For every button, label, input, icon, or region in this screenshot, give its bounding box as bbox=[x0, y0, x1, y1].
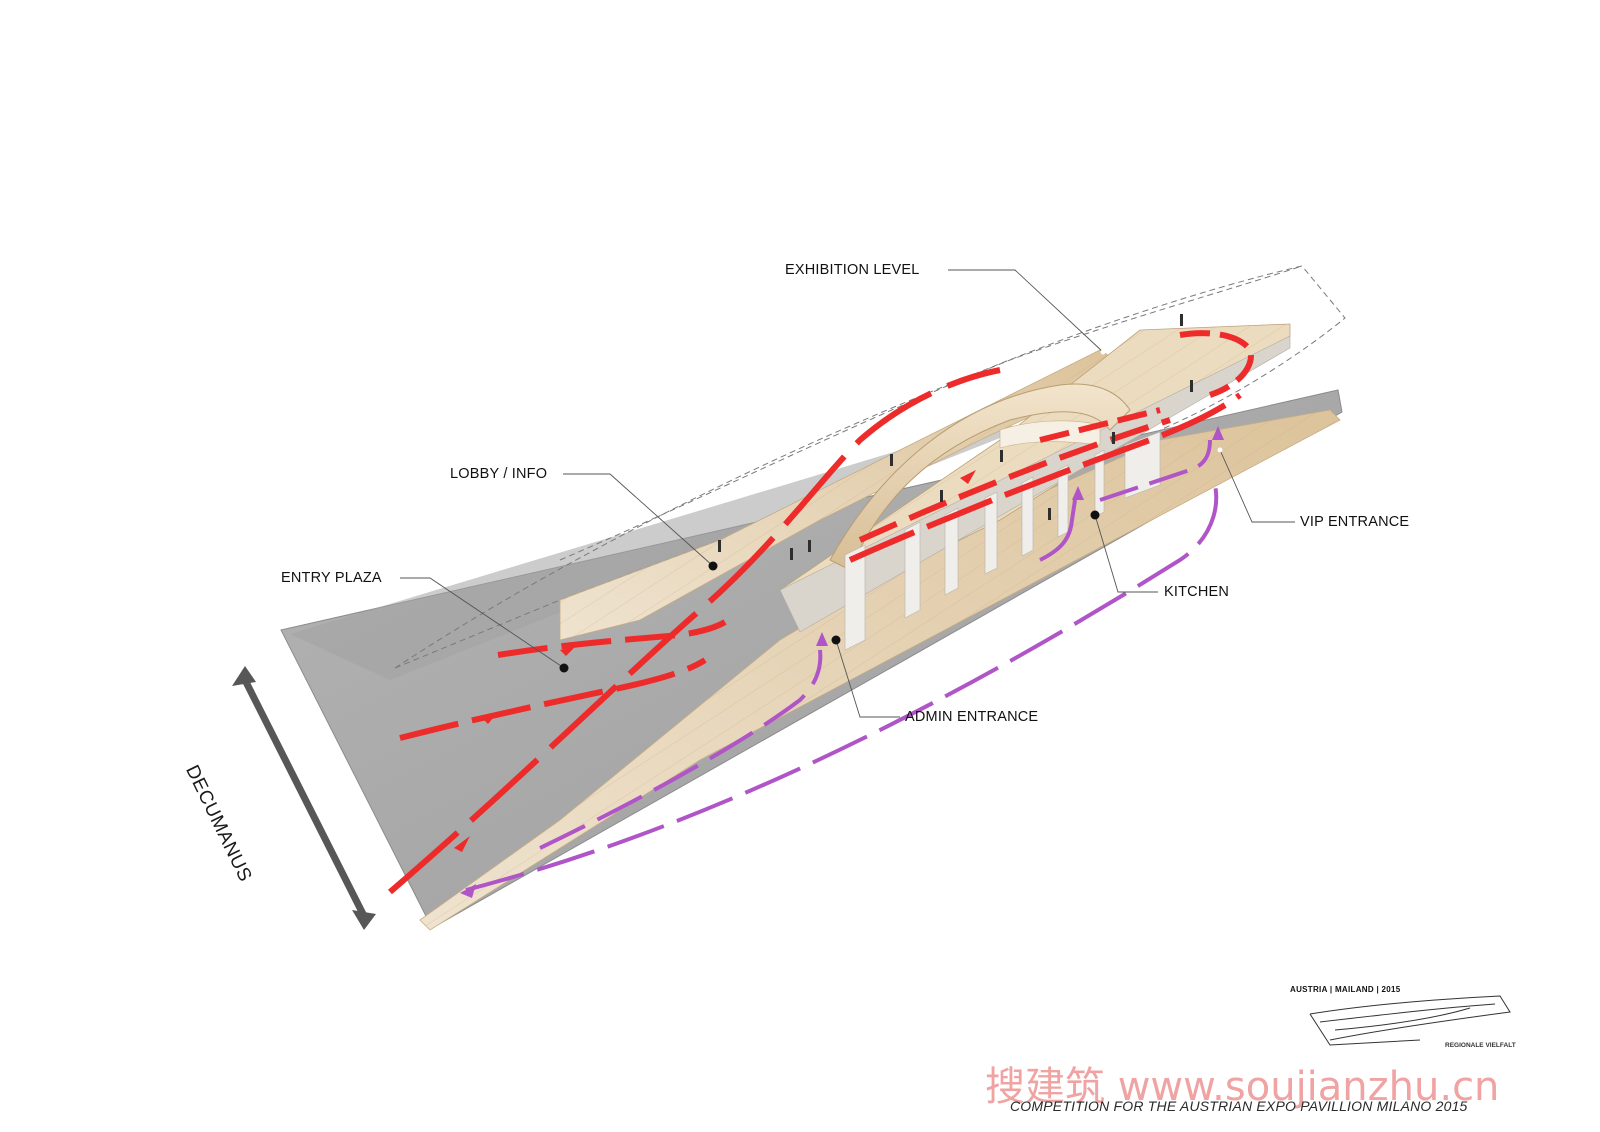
logo-graphic bbox=[1309, 995, 1511, 1046]
decumanus-arrow bbox=[232, 666, 376, 930]
pavilion-logo: AUSTRIA | MAILAND | 2015 REGIONALE VIELF… bbox=[1290, 985, 1520, 1075]
label-lobby-info: LOBBY / INFO bbox=[450, 466, 548, 482]
site-watermark: 搜建筑 www.soujianzhu.cn bbox=[985, 1064, 1500, 1110]
callout-leaders bbox=[400, 269, 1295, 718]
service-circulation-paths bbox=[465, 439, 1219, 892]
visitor-circulation-paths bbox=[388, 330, 1254, 895]
visitor-path-arrowheads bbox=[454, 470, 976, 852]
human-figures bbox=[718, 314, 1193, 560]
service-path-arrowheads bbox=[460, 426, 1224, 898]
callout-points-light bbox=[1100, 349, 1223, 453]
callout-points bbox=[559, 510, 1100, 673]
logo-top-text: AUSTRIA | MAILAND | 2015 bbox=[1290, 985, 1401, 994]
label-kitchen: KITCHEN bbox=[1164, 584, 1230, 600]
label-vip-entrance: VIP ENTRANCE bbox=[1300, 514, 1410, 530]
label-entry-plaza: ENTRY PLAZA bbox=[281, 570, 382, 586]
logo-sub-text: REGIONALE VIELFALT bbox=[1445, 1042, 1516, 1049]
label-exhibition-level: EXHIBITION LEVEL bbox=[785, 262, 920, 278]
label-admin-entrance: ADMIN ENTRANCE bbox=[905, 709, 1039, 725]
footer-title: COMPETITION FOR THE AUSTRIAN EXPO PAVILL… bbox=[1010, 1098, 1468, 1114]
